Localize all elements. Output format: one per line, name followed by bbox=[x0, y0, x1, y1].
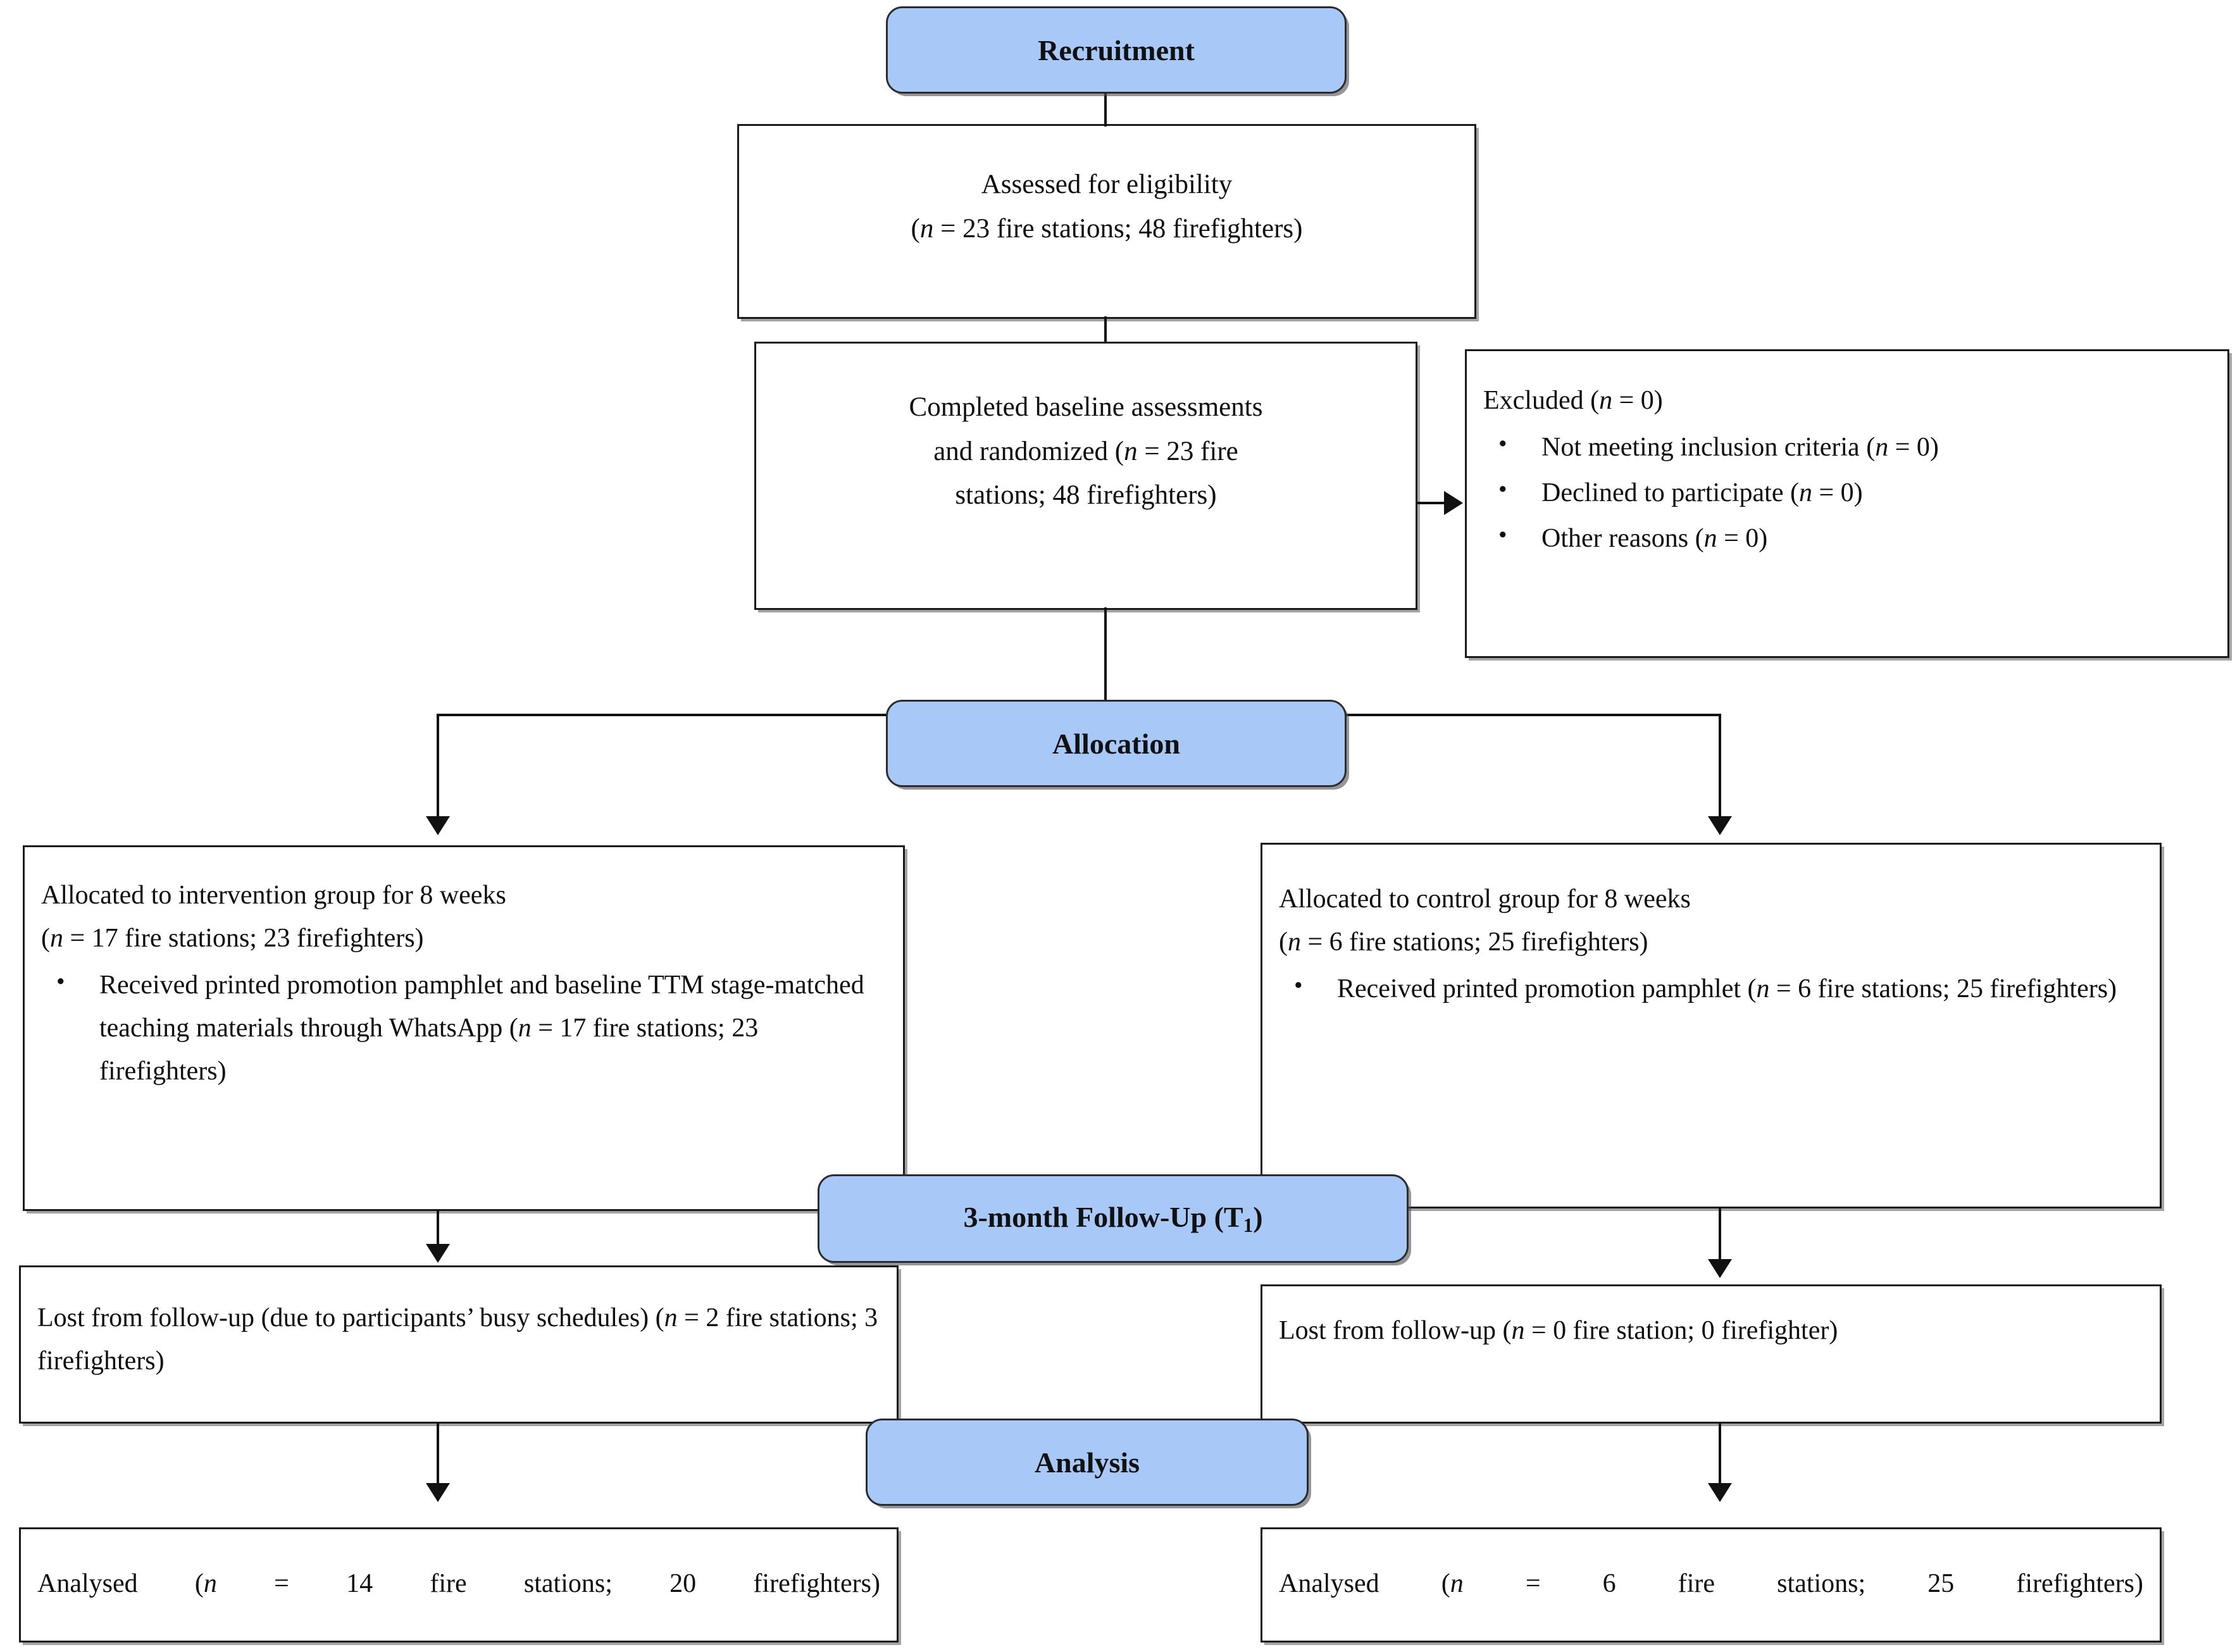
banner-recruitment[interactable]: Recruitment bbox=[886, 6, 1347, 94]
excluded-text: Excluded (n = 0) Not meeting inclusion c… bbox=[1467, 379, 2227, 562]
alloc-intervention-line-1: Allocated to intervention group for 8 we… bbox=[41, 881, 506, 910]
arrowhead-to-intervention-icon bbox=[426, 816, 450, 835]
connector-control-to-lost bbox=[1719, 1207, 1721, 1263]
list-item: Declined to participate (n = 0) bbox=[1483, 470, 2211, 514]
randomized-text: Completed baseline assessments and rando… bbox=[756, 385, 1416, 518]
banner-analysis-label: Analysis bbox=[1034, 1446, 1140, 1479]
arrowhead-to-lost-control-icon bbox=[1708, 1259, 1732, 1278]
banner-allocation[interactable]: Allocation bbox=[886, 700, 1347, 787]
list-item: Received printed promotion pamphlet (n =… bbox=[1279, 966, 2143, 1010]
box-excluded: Excluded (n = 0) Not meeting inclusion c… bbox=[1465, 349, 2229, 658]
arrowhead-to-control-icon bbox=[1708, 816, 1732, 835]
assessed-line-1: Assessed for eligibility bbox=[981, 170, 1233, 199]
arrowhead-to-analysed-intervention-icon bbox=[426, 1483, 450, 1502]
alloc-control-text: Allocated to control group for 8 weeks (… bbox=[1262, 878, 2160, 1013]
analysed-intervention-text: Analysed (n = 14 fire stations; 20 firef… bbox=[37, 1569, 881, 1598]
connector-randomized-to-allocation bbox=[1104, 607, 1107, 702]
randomized-line-1: Completed baseline assessments bbox=[909, 392, 1263, 422]
box-allocated-intervention: Allocated to intervention group for 8 we… bbox=[23, 845, 905, 1211]
arrowhead-to-lost-intervention-icon bbox=[426, 1244, 450, 1263]
lost-control-text: Lost from follow-up (n = 0 fire station;… bbox=[1279, 1316, 1838, 1345]
arrowhead-to-analysed-control-icon bbox=[1708, 1483, 1732, 1502]
banner-followup[interactable]: 3-month Follow-Up (T1) bbox=[818, 1174, 1409, 1263]
alloc-intervention-line-2: (n = 17 fire stations; 23 firefighters) bbox=[41, 924, 424, 953]
excluded-reason-list: Not meeting inclusion criteria (n = 0) D… bbox=[1483, 425, 2211, 560]
arrowhead-to-excluded-icon bbox=[1444, 491, 1463, 515]
connector-recruitment-to-assessed bbox=[1104, 89, 1107, 127]
box-lost-followup-intervention: Lost from follow-up (due to participants… bbox=[19, 1265, 899, 1424]
connector-lost-to-analysed-left bbox=[437, 1422, 439, 1488]
connector-randomized-to-excluded bbox=[1416, 502, 1447, 504]
alloc-control-line-2: (n = 6 fire stations; 25 firefighters) bbox=[1279, 928, 1648, 957]
assessed-line-2: (n = 23 fire stations; 48 firefighters) bbox=[911, 213, 1303, 244]
list-item: Other reasons (n = 0) bbox=[1483, 516, 2211, 560]
box-completed-baseline-randomized: Completed baseline assessments and rando… bbox=[754, 342, 1417, 610]
box-assessed-for-eligibility: Assessed for eligibility (n = 23 fire st… bbox=[737, 124, 1476, 319]
connector-allocation-left-arm bbox=[437, 714, 892, 716]
analysed-control-text: Analysed (n = 6 fire stations; 25 firefi… bbox=[1279, 1569, 2143, 1598]
banner-followup-label: 3-month Follow-Up (T1) bbox=[963, 1201, 1263, 1236]
connector-allocation-right-drop bbox=[1719, 714, 1721, 820]
assessed-text: Assessed for eligibility (n = 23 fire st… bbox=[739, 163, 1474, 251]
alloc-intervention-bullets: Received printed promotion pamphlet and … bbox=[41, 962, 887, 1093]
connector-lost-to-analysed-right bbox=[1719, 1422, 1721, 1488]
list-item: Received printed promotion pamphlet and … bbox=[41, 962, 887, 1093]
alloc-control-bullets: Received printed promotion pamphlet (n =… bbox=[1279, 966, 2143, 1010]
connector-allocation-right-arm bbox=[1342, 714, 1721, 716]
box-allocated-control: Allocated to control group for 8 weeks (… bbox=[1261, 843, 2162, 1208]
alloc-intervention-text: Allocated to intervention group for 8 we… bbox=[25, 874, 903, 1095]
excluded-heading: Excluded (n = 0) bbox=[1483, 386, 1663, 415]
lost-intervention-text: Lost from follow-up (due to participants… bbox=[37, 1303, 878, 1376]
banner-allocation-label: Allocation bbox=[1052, 727, 1180, 760]
randomized-line-2: and randomized (n = 23 fire bbox=[933, 436, 1238, 466]
box-analysed-intervention: Analysed (n = 14 fire stations; 20 firef… bbox=[19, 1527, 899, 1643]
box-lost-followup-control: Lost from follow-up (n = 0 fire station;… bbox=[1261, 1284, 2162, 1424]
connector-allocation-left-drop bbox=[437, 714, 439, 820]
alloc-control-line-1: Allocated to control group for 8 weeks bbox=[1279, 885, 1691, 914]
connector-intervention-to-lost bbox=[437, 1210, 439, 1249]
banner-analysis[interactable]: Analysis bbox=[866, 1419, 1309, 1506]
connector-assessed-to-randomized bbox=[1104, 316, 1107, 342]
randomized-line-3: stations; 48 firefighters) bbox=[955, 480, 1217, 511]
list-item: Not meeting inclusion criteria (n = 0) bbox=[1483, 425, 2211, 469]
box-analysed-control: Analysed (n = 6 fire stations; 25 firefi… bbox=[1261, 1527, 2162, 1643]
banner-recruitment-label: Recruitment bbox=[1038, 34, 1195, 66]
